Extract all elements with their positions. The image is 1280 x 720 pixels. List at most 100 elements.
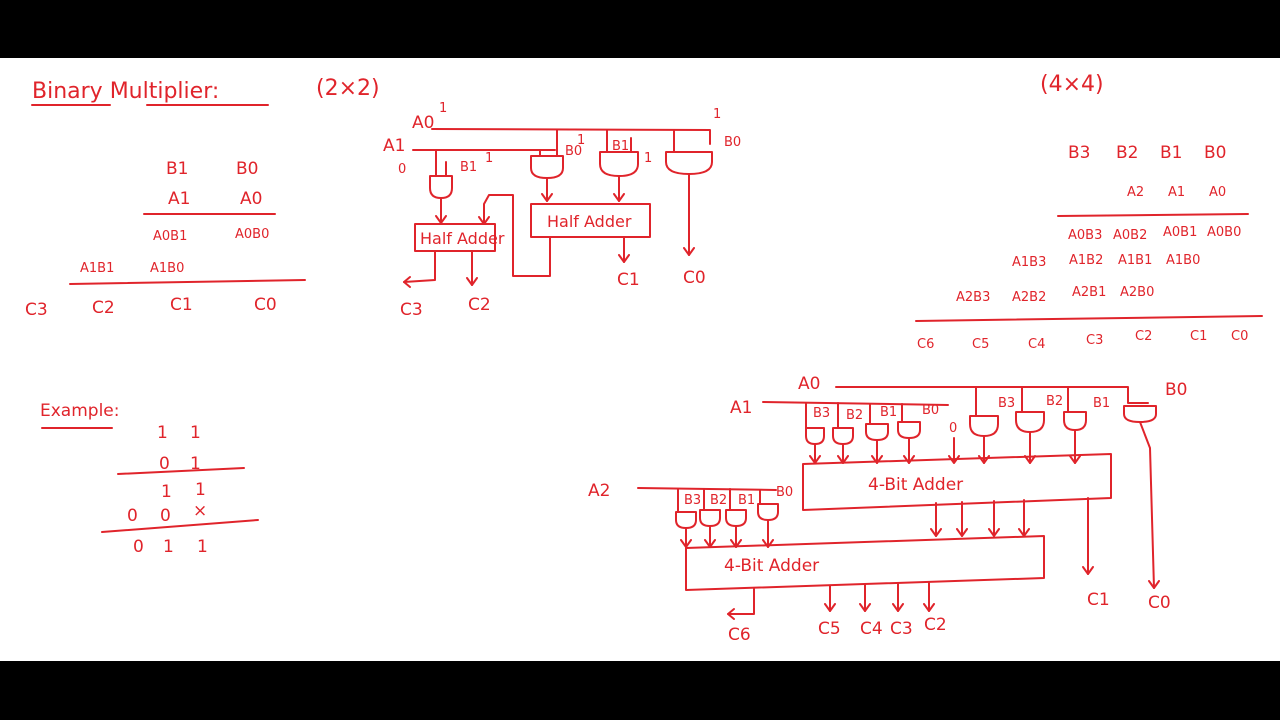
wire-a2-bus [637,487,777,491]
title-main: Binary Multiplier: [32,79,219,104]
example-label: Example: [40,401,119,421]
gate-label: B2 [846,408,863,423]
term: B1 [1160,143,1182,163]
half-adder-box [414,223,496,252]
output-label: C1 [617,270,640,290]
arrow-head [683,247,695,256]
digit: 1 [157,423,168,443]
and-gate [1063,411,1087,431]
term: A2 [1127,185,1144,200]
gate-label: B3 [998,396,1015,411]
input-label: B0 [1165,380,1187,400]
gate-label: B0 [922,403,939,418]
bit-mark: 1 [577,133,585,148]
term: A1B1 [80,261,114,276]
output-label: C5 [818,619,841,639]
and-gate [1123,405,1157,423]
wire-c0 [1139,421,1155,589]
gate-label: B0 [776,485,793,500]
adder-label: 4-Bit Adder [868,475,963,495]
and-gate [675,511,697,529]
circuit-2x2: A0 A1 B0 B0 B1 B1 1 0 1 1 1 1 Half Adde [383,101,741,320]
arrow-head [824,603,935,612]
carry-in: 0 [949,421,957,436]
arrow-head [1082,566,1094,575]
term: A1B3 [1012,255,1046,270]
and-gate [865,423,889,441]
term: A2B3 [956,290,990,305]
digit: 1 [195,480,206,500]
output-label: C3 [400,300,423,320]
input-label: B1 [460,160,477,175]
half-adder-label: Half Adder [547,212,632,231]
and-gate [665,151,713,175]
wire [805,402,903,429]
separator-line [117,467,245,475]
and-gate [897,421,921,439]
term: C0 [1231,329,1248,344]
title-size-4x4: (4×4) [1040,72,1104,97]
output-label: C1 [1087,590,1110,610]
output-label: C0 [1148,593,1171,613]
multiplication-2x2: B1 B0 A1 A0 A0B1 A0B0 A1B1 A1B0 C3 C2 C1… [25,159,306,320]
wire [606,129,632,202]
and-gate [699,509,721,527]
gate-label: B2 [1046,394,1063,409]
input-label: B0 [724,135,741,150]
and-gate [805,427,825,445]
term: B2 [1116,143,1138,163]
wire-output [403,250,436,283]
gate-label: B1 [1093,396,1110,411]
and-gate [599,151,639,177]
adder-label: 4-Bit Adder [724,556,819,576]
gate-label: B1 [738,493,755,508]
multiplication-4x4: B3 B2 B1 B0 A2 A1 A0 A0B3 A0B2 A0B1 A0B0… [915,143,1263,352]
digit: 0 [159,454,170,474]
diagram-canvas: Binary Multiplier: (2×2) (4×4) B1 B0 A1 … [25,72,1263,645]
term: C4 [1028,337,1045,352]
term: B3 [1068,143,1090,163]
wire [673,129,690,256]
wire-carry [483,194,551,277]
term: A2B1 [1072,285,1106,300]
wire [829,582,930,612]
bit-mark: 1 [713,107,721,122]
half-adder-box [530,203,651,238]
bit-mark: 1 [485,151,493,166]
term: A1B2 [1069,253,1103,268]
output-label: C2 [468,295,491,315]
term: A0B3 [1068,228,1102,243]
wire-a0-bus [431,128,711,145]
bit-mark: 1 [644,151,652,166]
adder-box [685,535,1045,591]
and-gate [832,427,854,445]
output-label: C4 [860,619,883,639]
arrow-head [930,528,1030,537]
wire-a0-bus [835,386,1149,404]
input-label: B0 [565,144,582,159]
input-label: A1 [383,136,405,156]
input-label: A2 [588,481,610,501]
separator-line [1057,213,1249,217]
term: A1B0 [150,261,184,276]
term: A0 [240,189,262,209]
arrow-head [1148,580,1160,589]
wire [685,519,769,548]
term: B0 [1204,143,1226,163]
term: C2 [1135,329,1152,344]
term: A2B0 [1120,285,1154,300]
term: C1 [170,295,193,315]
term: A1B0 [1166,253,1200,268]
digit: 1 [197,537,208,557]
gate-label: B3 [813,406,830,421]
digit: 1 [161,482,172,502]
term: C0 [254,295,277,315]
arrow-head [478,216,490,225]
page-title: Binary Multiplier: (2×2) (4×4) [31,72,1104,106]
whiteboard: Binary Multiplier: (2×2) (4×4) B1 B0 A1 … [0,58,1280,661]
output-label: C2 [924,615,947,635]
term: A0B0 [1207,225,1241,240]
and-gate [429,175,453,199]
circuit-4x4: A0 A1 A2 B0 B3 B2 B1 B0 B3 B2 B1 0 [588,374,1187,645]
input-label: A0 [412,113,434,133]
